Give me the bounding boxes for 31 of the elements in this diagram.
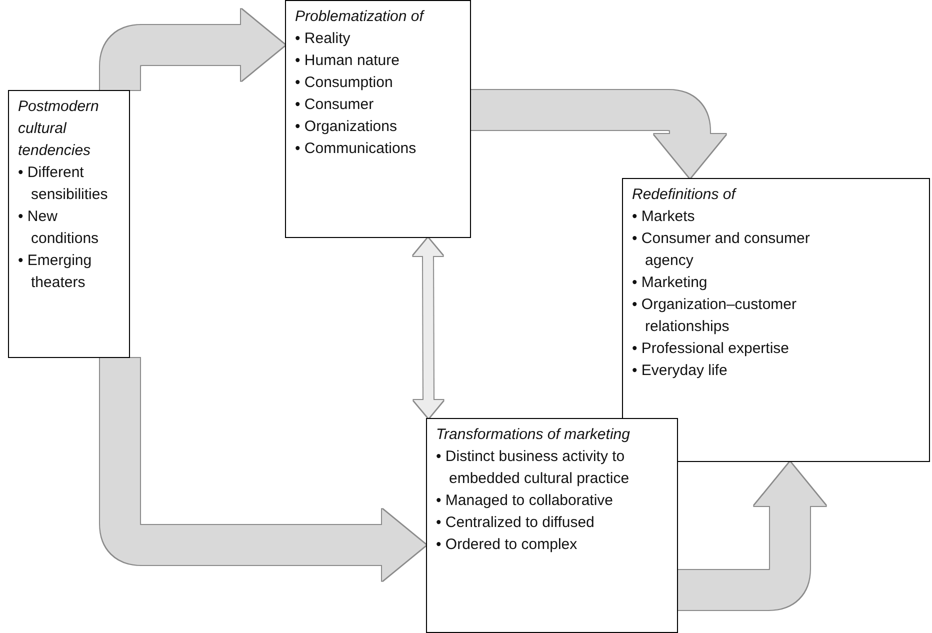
- text-box: [426, 418, 678, 633]
- bullet-item: • Professional expertise: [632, 339, 790, 359]
- bullet-item: • Managed to collaborative: [436, 491, 614, 511]
- text-box: [285, 0, 471, 238]
- box-heading: Transformations of marketing: [436, 425, 631, 445]
- bullet-item: • Ordered to complex: [436, 535, 578, 555]
- bullet-item: • Everyday life: [632, 361, 728, 381]
- bullet-item: • Different sensibilities: [18, 163, 109, 205]
- bullet-item: • Consumer: [295, 95, 375, 115]
- bullet-item: • Reality: [295, 29, 352, 49]
- curved-block-arrow: [100, 358, 426, 581]
- bullet-item: • New conditions: [18, 207, 100, 249]
- curved-block-arrow: [678, 462, 826, 610]
- bullet-item: • Markets: [632, 207, 696, 227]
- curved-block-arrow: [471, 90, 726, 178]
- bullet-item: • Emerging theaters: [18, 251, 93, 293]
- bullet-item: • Distinct business activity to embedded cultural practice: [436, 447, 630, 489]
- bullet-item: • Centralized to diffused: [436, 513, 596, 533]
- text-box: [8, 90, 130, 358]
- curved-block-arrow: [100, 9, 285, 90]
- bullet-item: • Consumption: [295, 73, 394, 93]
- bullet-item: • Communications: [295, 139, 418, 159]
- bullet-item: • Organization–customer relationships: [632, 295, 798, 337]
- box-heading: Postmodern cultural tendencies: [18, 97, 100, 161]
- bullet-item: • Marketing: [632, 273, 708, 293]
- box-heading: Problematization of: [295, 7, 426, 27]
- double-arrow: [413, 238, 444, 418]
- bullet-item: • Organizations: [295, 117, 398, 137]
- bullet-item: • Human nature: [295, 51, 400, 71]
- bullet-item: • Consumer and consumer agency: [632, 229, 811, 271]
- box-heading: Redefinitions of: [632, 185, 738, 205]
